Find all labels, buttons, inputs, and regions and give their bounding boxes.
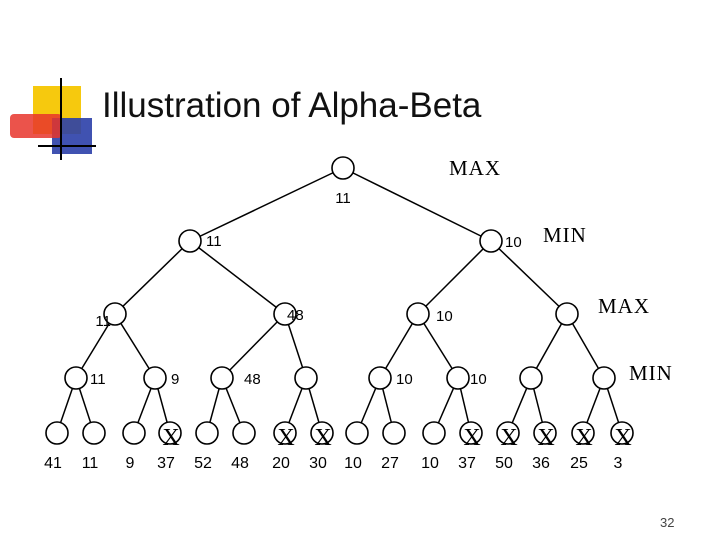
slide-logo [10,78,96,160]
max-node-level2-1 [273,302,297,326]
leaf-value-11: 37 [458,455,476,472]
edge-max-min-4 [379,313,419,379]
prune-mark-13: X [537,425,554,451]
leaf-node-10 [422,421,446,445]
logo-red-bar [10,114,62,138]
leaf-value-10: 10 [421,455,439,472]
min1-value-1: 10 [505,234,522,251]
leaf-node-14 [571,421,595,445]
edge-min-max-2 [417,240,492,315]
min-node-level3-4 [368,366,392,390]
max-node-level2-0 [103,302,127,326]
leaf-node-2 [122,421,146,445]
leaf-value-4: 52 [194,455,212,472]
edge-max-min-7 [566,313,605,379]
level-label-1: MIN [543,223,587,247]
min-node-level3-6 [519,366,543,390]
edge-max-min-5 [417,313,459,379]
slide-title: Illustration of Alpha-Beta [102,86,482,125]
edge-max-min-2 [221,313,286,379]
prune-mark-6: X [277,425,294,451]
leaf-node-11 [459,421,483,445]
min3-value-0: 11 [90,371,106,388]
leaf-value-6: 20 [272,455,290,472]
min-node-level3-1 [143,366,167,390]
tree-edges [56,167,623,434]
level-label-2: MAX [598,294,650,318]
leaf-node-12 [496,421,520,445]
edge-max-min-1 [114,313,156,379]
min-node-level3-0 [64,366,88,390]
prune-mark-12: X [500,425,517,451]
leaf-node-1 [82,421,106,445]
min3-value-2: 48 [244,371,261,388]
leaf-node-13 [533,421,557,445]
leaf-value-12: 50 [495,455,513,472]
page-number: 32 [660,515,675,530]
edge-max-min-0 [75,313,116,379]
min-node-level3-7 [592,366,616,390]
prune-mark-15: X [614,425,631,451]
max-node-level2-3 [555,302,579,326]
leaf-node-5 [232,421,256,445]
leaf-node-3 [158,421,182,445]
min-node-level1-0 [178,229,202,253]
prune-mark-11: X [463,425,480,451]
min-node-level3-2 [210,366,234,390]
edge-min-max-0 [114,240,191,315]
root-node [331,156,355,180]
edge-root-min-0 [189,167,344,242]
min3-value-4: 10 [396,371,413,388]
leaf-value-13: 36 [532,455,550,472]
leaf-node-6 [273,421,297,445]
edge-max-min-6 [530,313,568,379]
max2-value-0: 11 [95,313,111,330]
leaf-node-4 [195,421,219,445]
leaf-value-9: 27 [381,455,399,472]
leaf-value-14: 25 [570,455,588,472]
leaf-node-9 [382,421,406,445]
leaf-node-15 [610,421,634,445]
leaf-value-0: 41 [44,455,62,472]
leaf-node-0 [45,421,69,445]
leaf-node-7 [310,421,334,445]
max2-value-1: 48 [287,307,304,324]
min-node-level3-3 [294,366,318,390]
level-label-3: MIN [629,361,673,385]
leaf-value-3: 37 [157,455,175,472]
edge-min-max-3 [490,240,568,315]
prune-mark-3: X [162,425,179,451]
tree-nodes [45,156,634,445]
min-node-level1-1 [479,229,503,253]
root-value: 11 [335,190,351,207]
min3-value-5: 10 [470,371,487,388]
leaf-node-8 [345,421,369,445]
prune-mark-14: X [575,425,592,451]
max-node-level2-2 [406,302,430,326]
leaf-value-5: 48 [231,455,249,472]
edge-root-min-1 [342,167,492,242]
min3-value-1: 9 [171,371,179,388]
leaf-value-7: 30 [309,455,327,472]
leaf-value-1: 11 [82,455,99,472]
level-label-0: MAX [449,156,501,180]
prune-mark-7: X [314,425,331,451]
max2-value-2: 10 [436,308,453,325]
edge-min-max-1 [189,240,286,315]
leaf-value-15: 3 [614,455,623,472]
min-node-level3-5 [446,366,470,390]
leaf-value-2: 9 [126,455,135,472]
leaf-value-8: 10 [344,455,362,472]
min1-value-0: 11 [206,233,222,250]
